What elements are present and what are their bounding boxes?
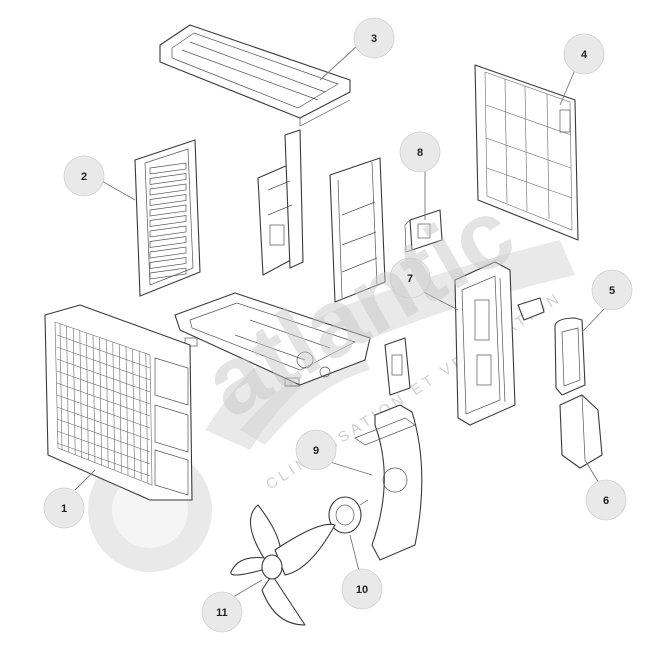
louvre-slot <box>149 215 187 227</box>
callout-4: 4 <box>563 33 605 75</box>
louvre-slot <box>149 225 187 238</box>
louvre-slot <box>149 204 187 217</box>
grille-bar <box>125 346 129 476</box>
grille-crossbar <box>56 394 151 429</box>
grille-bar <box>119 344 122 473</box>
grille-bar <box>92 335 96 463</box>
callout-10: 10 <box>341 568 383 610</box>
right-side-panel <box>454 261 516 426</box>
callout-2: 2 <box>63 155 105 197</box>
valve-cover <box>559 394 603 469</box>
rear-grille <box>474 64 579 241</box>
callout-9: 9 <box>295 429 337 471</box>
small-bracket <box>384 337 411 396</box>
louvre-slot <box>149 162 187 175</box>
callout-5: 5 <box>591 269 633 311</box>
louvre-slot <box>149 246 187 259</box>
louvre-slot <box>149 183 187 196</box>
callout-label-5: 5 <box>609 285 615 297</box>
top-cover <box>159 24 351 127</box>
louvre-slot <box>149 194 187 206</box>
callout-3: 3 <box>353 17 395 59</box>
callout-8: 8 <box>399 131 441 173</box>
grille-crossbar <box>56 382 151 417</box>
grille-bar <box>112 342 116 471</box>
callout-label-1: 1 <box>61 503 67 515</box>
callout-label-7: 7 <box>407 273 413 285</box>
centre-bracket <box>329 157 386 303</box>
callout-label-2: 2 <box>81 171 87 183</box>
callout-label-3: 3 <box>371 33 377 45</box>
base-pan <box>174 292 371 387</box>
fan-blade <box>230 504 336 626</box>
handle <box>517 297 545 321</box>
grille-crossbar <box>56 406 151 441</box>
callout-6: 6 <box>585 479 627 521</box>
grille-crossbar <box>56 370 151 405</box>
fan-motor <box>324 496 369 534</box>
callout-label-9: 9 <box>313 445 319 457</box>
front-grille <box>44 304 193 501</box>
callout-label-11: 11 <box>216 607 228 619</box>
side-panel <box>134 139 201 297</box>
grille-bar <box>79 330 83 458</box>
callout-1: 1 <box>43 487 85 529</box>
grille-crossbar <box>56 442 151 477</box>
grille-crossbar <box>56 334 151 369</box>
side-cover <box>554 317 586 396</box>
grille-crossbar <box>56 346 151 381</box>
grille-bar <box>72 328 76 456</box>
electrical-box <box>404 209 443 253</box>
callout-11: 11 <box>201 591 243 633</box>
grille-crossbar <box>56 430 151 465</box>
callout-label-10: 10 <box>356 584 368 596</box>
grille-crossbar <box>56 418 151 453</box>
callout-label-6: 6 <box>603 495 609 507</box>
callout-7: 7 <box>389 257 431 299</box>
grille-bar <box>86 333 89 461</box>
leader-lines <box>74 44 609 601</box>
louvre-slot <box>149 236 187 248</box>
louvre-slot <box>149 173 187 185</box>
louvre-slot <box>149 267 187 280</box>
callout-label-4: 4 <box>581 49 588 61</box>
grille-bar <box>145 353 149 483</box>
louvre-slot <box>149 257 187 269</box>
grille-bar <box>59 323 63 451</box>
grille-crossbar <box>56 358 151 393</box>
callout-label-8: 8 <box>417 147 423 159</box>
grille-bar <box>66 326 69 453</box>
motor-bracket <box>354 404 423 561</box>
grille-bar <box>132 349 135 478</box>
grille-bar <box>105 340 109 468</box>
grille-bar <box>99 337 102 466</box>
grille-bar <box>138 351 142 481</box>
partition-plate <box>257 129 304 276</box>
